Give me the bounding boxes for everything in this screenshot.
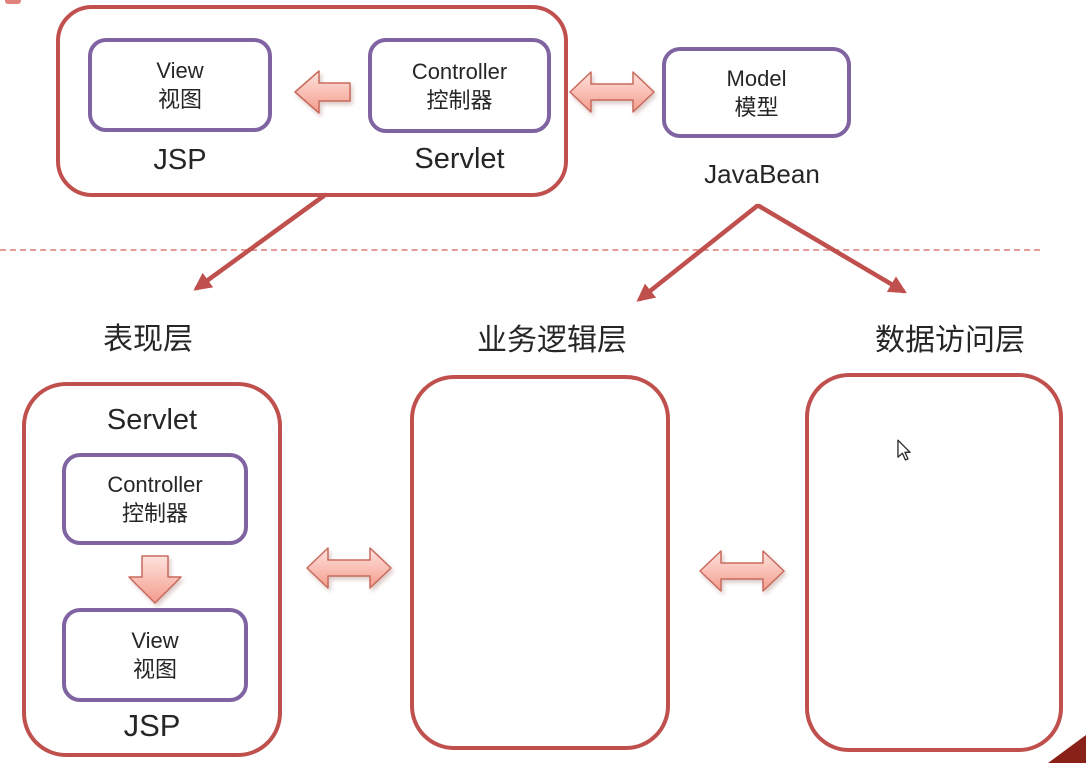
jsp-label-top: JSP xyxy=(153,144,207,176)
controller-box-bottom: Controller 控制器 xyxy=(62,453,248,545)
view-box-top-title: View xyxy=(156,58,204,83)
double-arrow-controller-model-icon xyxy=(569,71,655,113)
model-box-subtitle: 模型 xyxy=(734,94,779,120)
view-box-top: View 视图 xyxy=(88,38,272,132)
topleft-red-sliver xyxy=(5,0,21,4)
model-box-title: Model xyxy=(726,65,787,91)
controller-box-bottom-title: Controller xyxy=(107,472,203,497)
servlet-label-top: Servlet xyxy=(414,143,505,175)
view-box-bottom-subtitle: 视图 xyxy=(132,657,177,682)
controller-box-top-title: Controller xyxy=(411,58,508,84)
model-box: Model 模型 xyxy=(662,47,851,138)
jsp-label-bottom: JSP xyxy=(123,708,181,743)
business-logic-layer-label: 业务逻辑层 xyxy=(477,324,627,357)
presentation-layer-box: Servlet Controller 控制器 View 视图 JSP xyxy=(22,382,282,757)
data-access-layer-box xyxy=(805,373,1063,752)
data-access-layer-label: 数据访问层 xyxy=(875,324,1025,357)
view-box-top-subtitle: 视图 xyxy=(157,87,202,112)
double-arrow-business-data-icon xyxy=(699,550,785,592)
controller-box-top-subtitle: 控制器 xyxy=(426,87,493,113)
business-logic-layer-box xyxy=(410,375,670,750)
arrow-controller-to-view-icon xyxy=(294,70,351,114)
arrow-controller-to-view-down-icon xyxy=(128,555,182,604)
controller-box-bottom-subtitle: 控制器 xyxy=(121,501,188,526)
connector-mvc-to-presentation-layer xyxy=(193,192,328,291)
controller-box-top: Controller 控制器 xyxy=(368,38,551,133)
dashed-divider-line xyxy=(0,249,1040,251)
presentation-layer-label: 表现层 xyxy=(103,323,193,356)
corner-triangle-icon xyxy=(1048,735,1086,763)
view-box-bottom: View 视图 xyxy=(62,608,248,702)
view-box-bottom-title: View xyxy=(131,628,179,653)
mouse-cursor-icon xyxy=(897,439,911,461)
javabean-label: JavaBean xyxy=(704,159,820,189)
connector-javabean-to-business-layer xyxy=(636,203,760,302)
servlet-label-bottom: Servlet xyxy=(106,404,198,436)
double-arrow-presentation-business-icon xyxy=(306,547,392,589)
